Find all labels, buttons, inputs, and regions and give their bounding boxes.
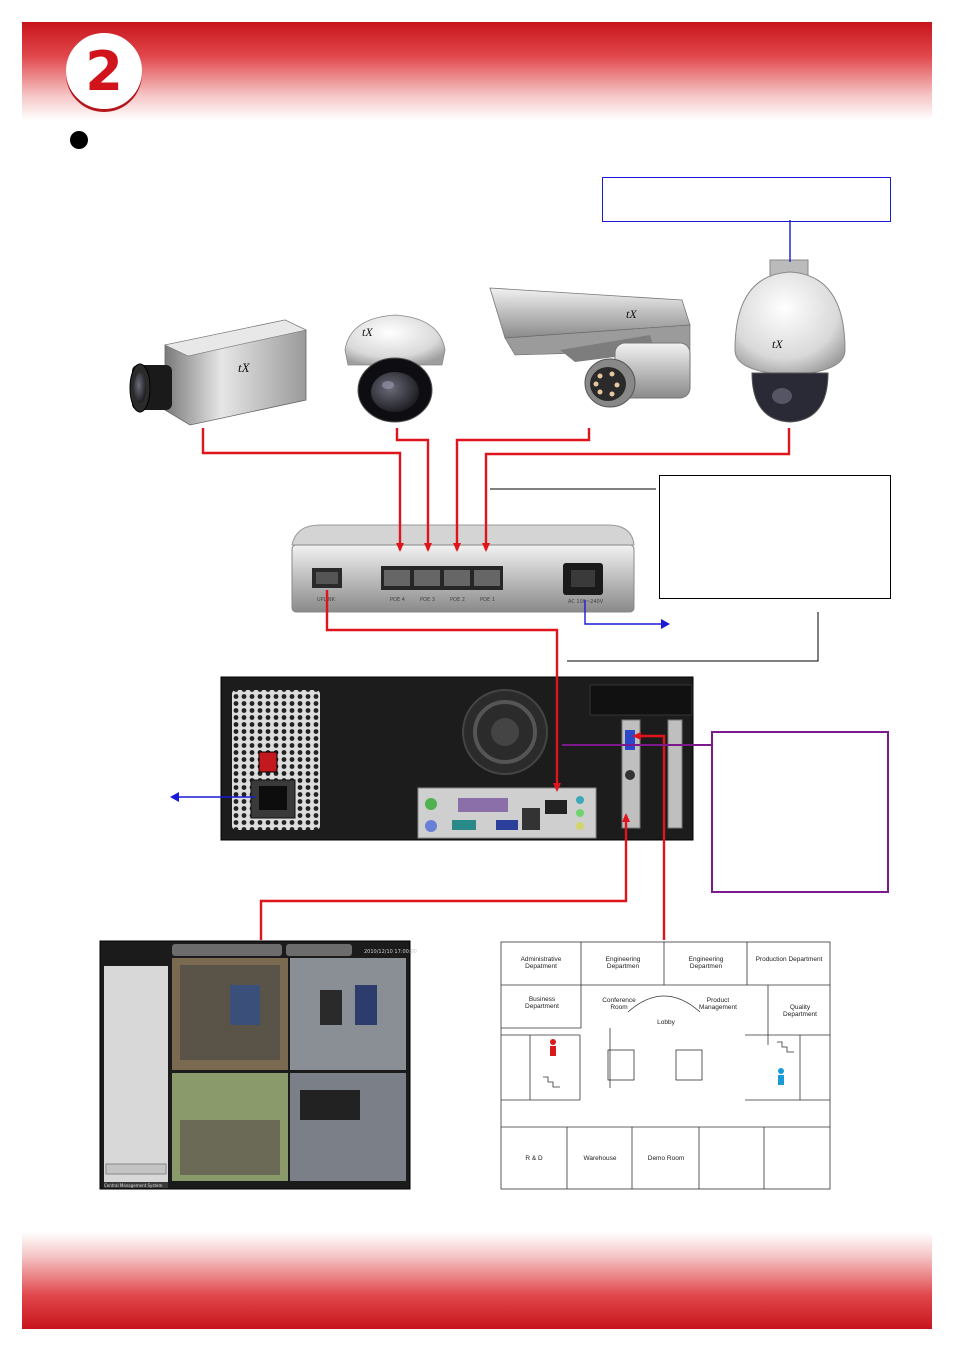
brand-logo-box-camera: tX — [238, 360, 251, 375]
brand-logo-speed-dome: tX — [772, 337, 783, 351]
room-quality: Quality Department — [783, 1004, 817, 1018]
room-product-management: Product Management — [699, 997, 737, 1011]
bullet-icon — [70, 131, 88, 149]
poe4-port-label: POE 4 — [390, 597, 405, 603]
step-number-badge: 2 — [66, 33, 142, 109]
vga-output-note-box — [711, 731, 889, 893]
room-admin: Administrative Depatment — [520, 956, 562, 970]
nvr-server-back-panel — [220, 676, 694, 841]
box-camera: tX — [129, 319, 307, 426]
poe-switch-note-box — [659, 475, 891, 599]
cms-footer-text: Central Management System — [104, 1183, 162, 1188]
room-conference: Conference Room — [602, 997, 636, 1011]
speed-dome-camera: tX — [734, 259, 846, 423]
floor-plan-icons — [543, 1039, 794, 1088]
power-label: AC 100~240V — [568, 599, 604, 605]
dome-camera: tX — [344, 314, 446, 423]
poe1-port-label: POE 1 — [480, 597, 495, 603]
speed-dome-note-box — [602, 177, 891, 222]
room-rd: R & D — [525, 1155, 543, 1162]
cms-monitoring-screenshot: 2010/12/10 17:00:00 Central Management S… — [99, 940, 417, 1190]
room-production: Production Department — [755, 956, 823, 963]
brand-logo-dome-camera: tX — [362, 325, 373, 339]
room-lobby: Lobby — [657, 1019, 675, 1026]
red-connection-lines — [201, 428, 791, 940]
bottom-banner — [22, 1232, 932, 1329]
room-business: Business Department — [525, 996, 559, 1010]
room-engineering-2: Engineering Departmen — [688, 956, 724, 970]
room-demo: Demo Room — [647, 1155, 685, 1162]
black-callout-lines — [490, 488, 819, 662]
office-floor-plan — [500, 941, 831, 1190]
brand-logo-bullet-camera: tX — [626, 307, 637, 321]
top-banner — [22, 22, 932, 120]
room-warehouse: Warehouse — [583, 1155, 617, 1162]
blue-power-lines — [177, 220, 791, 798]
poe3-port-label: POE 3 — [420, 597, 435, 603]
cms-timestamp: 2010/12/10 17:00:00 — [364, 949, 417, 955]
bullet-camera: tX — [489, 287, 691, 408]
room-engineering-1: Engineering Departmen — [605, 956, 641, 970]
poe-switch: UPLINK POE 4 POE 3 POE 2 POE 1 AC 100~24… — [291, 524, 635, 613]
poe2-port-label: POE 2 — [450, 597, 465, 603]
